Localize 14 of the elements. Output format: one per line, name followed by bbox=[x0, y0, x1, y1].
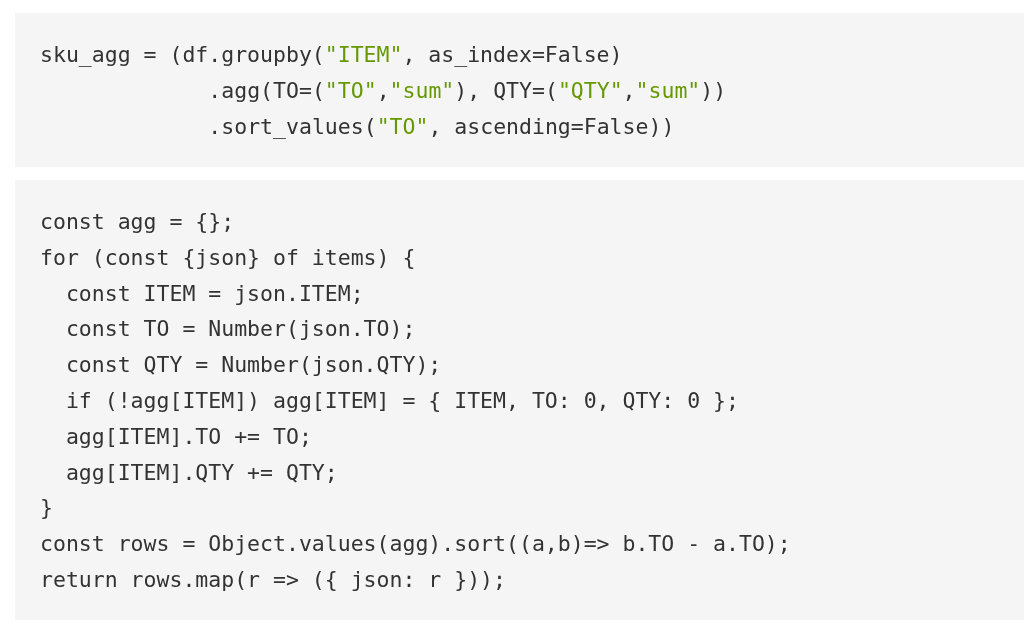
code-line: .sort_values("TO", ascending=False)) bbox=[208, 113, 675, 141]
code-line: if (!agg[ITEM]) agg[ITEM] = { ITEM, TO: 0, QTY: 0 }; bbox=[65, 387, 739, 415]
code-line: .agg(TO=("TO","sum"), QTY=("QTY","sum")) bbox=[208, 77, 727, 105]
code-line: agg[ITEM].QTY += QTY; bbox=[65, 459, 338, 487]
code-line: const QTY = Number(json.QTY); bbox=[65, 351, 442, 379]
code-line: return rows.map(r => ({ json: r })); bbox=[40, 566, 506, 594]
code-line: sku_agg = (df.groupby("ITEM", as_index=False) bbox=[40, 41, 623, 69]
code-line: const ITEM = json.ITEM; bbox=[65, 280, 364, 308]
code-line: } bbox=[40, 494, 53, 522]
code-line: agg[ITEM].TO += TO; bbox=[65, 423, 312, 451]
code-line: for (const {json} of items) { bbox=[40, 244, 416, 272]
code-line: const TO = Number(json.TO); bbox=[65, 315, 416, 343]
code-line: const agg = {}; bbox=[40, 208, 235, 236]
code-line: const rows = Object.values(agg).sort((a,b)=> b.TO - a.TO); bbox=[40, 530, 791, 558]
